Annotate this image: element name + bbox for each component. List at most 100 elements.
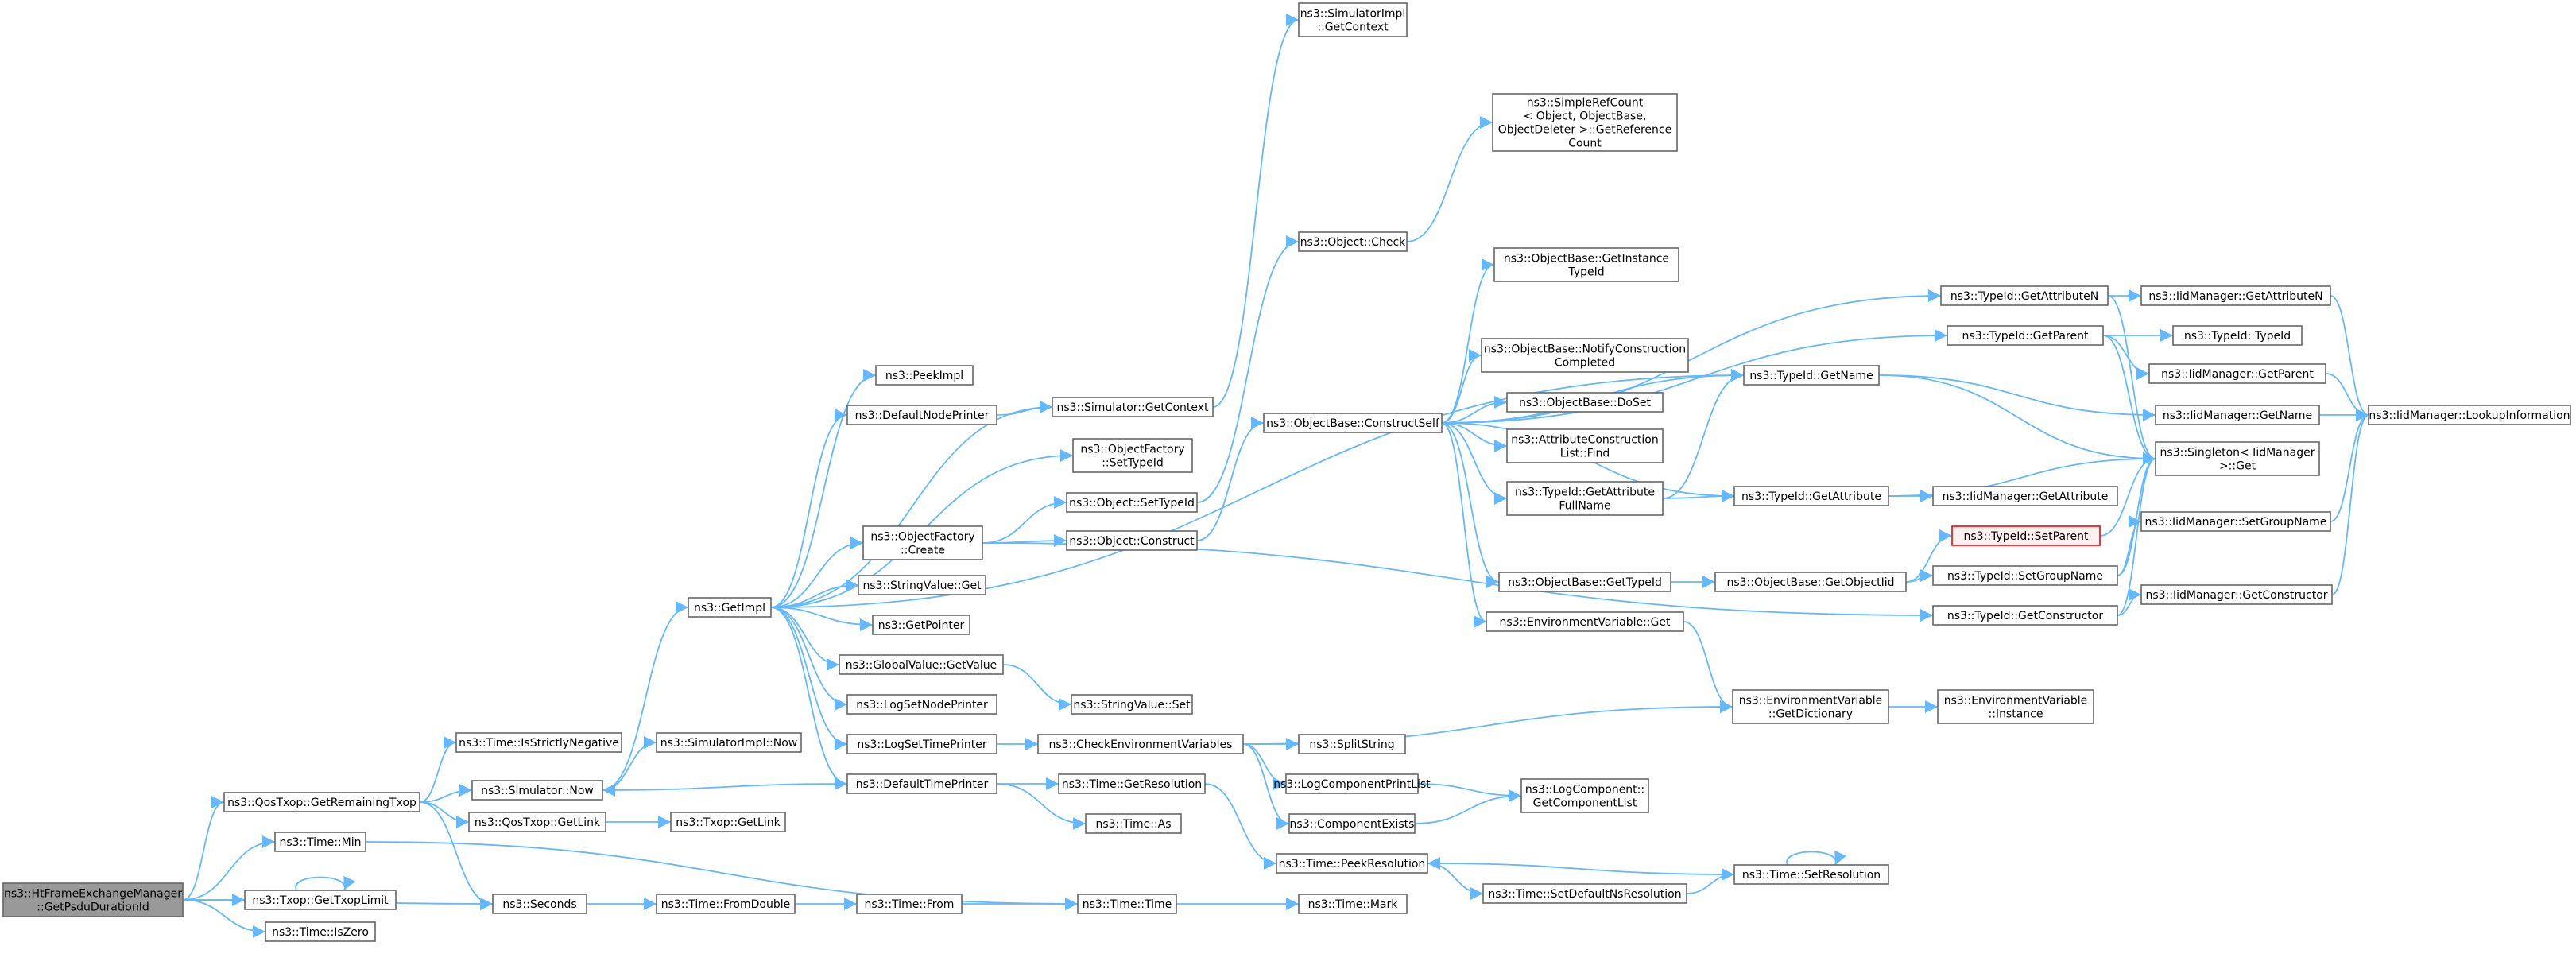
node-label: ns3::SplitString (1309, 739, 1394, 751)
node-iidlookup[interactable]: ns3::IidManager::LookupInformation (2368, 405, 2571, 425)
node-iidsetgroup[interactable]: ns3::IidManager::SetGroupName (2140, 511, 2331, 532)
node-box (846, 734, 997, 754)
node-label: Completed (1555, 357, 1615, 370)
node-label: ns3::LogComponentPrintList (1273, 778, 1431, 791)
node-objfactcreate[interactable]: ns3::ObjectFactory::Create (862, 525, 983, 560)
node-tidtypeid[interactable]: ns3::TypeId::TypeId (2172, 325, 2303, 346)
node-label: ns3::Time::IsStrictlyNegative (459, 737, 619, 750)
node-label: ns3::Time::Mark (1308, 898, 1399, 911)
node-simplerefcount[interactable]: ns3::SimpleRefCount< Object, ObjectBase,… (1492, 93, 1678, 152)
node-tmin[interactable]: ns3::Time::Min (274, 832, 366, 852)
node-box (846, 773, 997, 794)
node-box (839, 654, 1004, 675)
node-label: ns3::Time::SetDefaultNsResolution (1488, 888, 1681, 901)
node-iidgetctor[interactable]: ns3::IidManager::GetConstructor (2140, 584, 2333, 605)
node-strvalset[interactable]: ns3::StringValue::Set (1071, 694, 1193, 715)
node-deftimeprinter[interactable]: ns3::DefaultTimePrinter (846, 773, 997, 794)
node-getres[interactable]: ns3::Time::GetResolution (1058, 773, 1206, 794)
node-defnodeprinter[interactable]: ns3::DefaultNodePrinter (846, 405, 997, 425)
node-box (1940, 285, 2109, 306)
node-logcompprint[interactable]: ns3::LogComponentPrintList (1273, 773, 1431, 794)
node-simimplgetctx[interactable]: ns3::SimulatorImpl::GetContext (1298, 2, 1408, 37)
node-checkenv[interactable]: ns3::CheckEnvironmentVariables (1037, 734, 1244, 754)
node-logsettime[interactable]: ns3::LogSetTimePrinter (846, 734, 997, 754)
node-getobjectiid[interactable]: ns3::ObjectBase::GetObjectIid (1714, 572, 1907, 592)
node-envinstance[interactable]: ns3::EnvironmentVariable::Instance (1937, 689, 2094, 724)
node-fromdouble[interactable]: ns3::Time::FromDouble (656, 894, 796, 914)
node-tidgetname[interactable]: ns3::TypeId::GetName (1743, 365, 1880, 386)
node-tidsetparent[interactable]: ns3::TypeId::SetParent (1951, 525, 2101, 546)
edge-deftimeprinter-to-simnow (602, 783, 848, 797)
node-objconstruct[interactable]: ns3::Object::Construct (1066, 530, 1198, 551)
node-label: ::Create (901, 545, 945, 557)
node-isneg[interactable]: ns3::Time::IsStrictlyNegative (455, 732, 622, 753)
node-label: ObjectDeleter >::GetReference (1498, 124, 1671, 137)
node-remtxop[interactable]: ns3::QosTxop::GetRemainingTxop (223, 792, 420, 812)
node-label: ns3::GetImpl (694, 602, 765, 615)
node-timeas[interactable]: ns3::Time::As (1085, 813, 1182, 834)
node-gvgetvalue[interactable]: ns3::GlobalValue::GetValue (839, 654, 1004, 675)
node-obgettypeid[interactable]: ns3::ObjectBase::GetTypeId (1498, 572, 1671, 592)
node-notifyconstruct[interactable]: ns3::ObjectBase::NotifyConstructionCompl… (1481, 338, 1689, 373)
node-tidgetattrn[interactable]: ns3::TypeId::GetAttributeN (1940, 285, 2109, 306)
node-iszero[interactable]: ns3::Time::IsZero (265, 921, 376, 942)
node-tidgetctor[interactable]: ns3::TypeId::GetConstructor (1932, 605, 2118, 626)
node-singleton[interactable]: ns3::Singleton< IidManager>::Get (2155, 441, 2320, 476)
node-gettxoplimit[interactable]: ns3::Txop::GetTxopLimit (244, 890, 397, 910)
node-txopgetlink[interactable]: ns3::Txop::GetLink (670, 812, 786, 832)
node-constructself[interactable]: ns3::ObjectBase::ConstructSelf (1263, 413, 1443, 433)
node-iidgetattr[interactable]: ns3::IidManager::GetAttribute (1932, 486, 2118, 506)
edge-defnodeprinter-to-simgetctx (996, 400, 1053, 416)
node-label: >::Get (2219, 460, 2256, 473)
node-logsetnode[interactable]: ns3::LogSetNodePrinter (846, 694, 997, 715)
node-tidsetgroup[interactable]: ns3::TypeId::SetGroupName (1932, 565, 2118, 586)
node-timefrom[interactable]: ns3::Time::From (856, 894, 963, 914)
node-qosgetlink[interactable]: ns3::QosTxop::GetLink (468, 812, 606, 832)
node-iidgetattrn[interactable]: ns3::IidManager::GetAttributeN (2140, 285, 2331, 306)
node-box (1481, 338, 1689, 373)
node-logcompgetlist[interactable]: ns3::LogComponent::GetComponentList (1520, 778, 1649, 813)
node-objsettid[interactable]: ns3::Object::SetTypeId (1066, 492, 1198, 513)
node-compexists[interactable]: ns3::ComponentExists (1288, 813, 1416, 834)
node-simgetctx[interactable]: ns3::Simulator::GetContext (1052, 397, 1214, 417)
node-objfactsettid[interactable]: ns3::ObjectFactory::SetTypeId (1072, 438, 1193, 473)
node-splitstring[interactable]: ns3::SplitString (1298, 734, 1406, 754)
edge-constructself-to-getattrfullname (1441, 422, 1508, 506)
edge-root-to-iszero (182, 899, 266, 939)
node-getimpl[interactable]: ns3::GetImpl (688, 597, 772, 618)
edge-getattrfullname-to-tidgetattr (1662, 489, 1735, 503)
node-label: ns3::TypeId::SetParent (1964, 530, 2089, 543)
node-peekres[interactable]: ns3::Time::PeekResolution (1276, 853, 1428, 874)
node-setdefns[interactable]: ns3::Time::SetDefaultNsResolution (1482, 883, 1687, 904)
node-root[interactable]: ns3::HtFrameExchangeManager::GetPsduDura… (2, 882, 184, 917)
node-objcheck[interactable]: ns3::Object::Check (1298, 231, 1408, 252)
node-timetime[interactable]: ns3::Time::Time (1077, 894, 1177, 914)
node-tidgetparent[interactable]: ns3::TypeId::GetParent (1947, 325, 2104, 346)
node-label: ns3::Object::SetTypeId (1069, 497, 1195, 510)
node-simnow[interactable]: ns3::Simulator::Now (471, 780, 603, 801)
node-doset[interactable]: ns3::ObjectBase::DoSet (1506, 392, 1664, 413)
node-label: ::Instance (1989, 708, 2043, 721)
node-tidgetattr[interactable]: ns3::TypeId::GetAttribute (1733, 486, 1889, 506)
edge-constructself-to-tidgetattrn (1441, 289, 1942, 424)
node-label: ns3::ObjectBase::NotifyConstruction (1484, 343, 1686, 356)
node-strvalget[interactable]: ns3::StringValue::Get (858, 575, 986, 595)
node-envget[interactable]: ns3::EnvironmentVariable::Get (1486, 611, 1684, 632)
node-label: ns3::SimulatorImpl::Now (660, 737, 798, 750)
node-box (1298, 2, 1408, 37)
node-label: ns3::DefaultNodePrinter (855, 409, 990, 422)
node-iidgetparent[interactable]: ns3::IidManager::GetParent (2148, 363, 2326, 384)
node-simimplnow[interactable]: ns3::SimulatorImpl::Now (656, 732, 802, 753)
node-getpointer[interactable]: ns3::GetPointer (872, 615, 970, 635)
node-envgetdict[interactable]: ns3::EnvironmentVariable::GetDictionary (1732, 689, 1889, 724)
node-setres[interactable]: ns3::Time::SetResolution (1733, 864, 1889, 885)
edge-getobjectiid-to-tidsetgroup (1905, 568, 1934, 583)
edge-peekres-to-setdefns (1427, 863, 1484, 901)
node-peekimpl[interactable]: ns3::PeekImpl (875, 365, 974, 386)
node-iidgetname[interactable]: ns3::IidManager::GetName (2155, 405, 2320, 425)
node-timemark[interactable]: ns3::Time::Mark (1298, 894, 1408, 914)
node-seconds[interactable]: ns3::Seconds (492, 894, 587, 914)
